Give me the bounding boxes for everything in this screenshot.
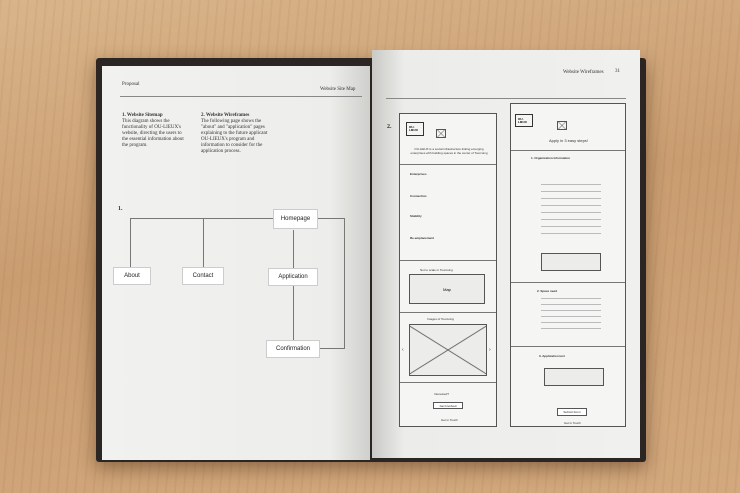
right-header-rule: [386, 98, 626, 99]
sitemap-title: 1. Website Sitemap: [122, 113, 163, 118]
connector: [293, 230, 294, 268]
section-divider: [511, 150, 625, 151]
right-page-number: 31: [615, 69, 620, 74]
left-page: [102, 66, 370, 460]
sitemap-node-confirmation: Confirmation: [266, 340, 320, 358]
section-divider: [511, 346, 625, 347]
carousel-next-icon[interactable]: ›: [489, 347, 491, 353]
sitemap-line: website, directing the users to: [122, 131, 182, 136]
category-checkboxes[interactable]: [541, 178, 601, 240]
step-connection: Connection: [410, 194, 427, 198]
wireframes-line: "about" and "application" pages: [201, 125, 265, 130]
sitemap-line: the essential information about: [122, 137, 184, 142]
section-divider: [400, 164, 496, 165]
connector: [344, 218, 345, 348]
logo-box: OU- LIEUX: [406, 122, 424, 136]
left-header-rule: [120, 96, 362, 97]
sitemap-line: This diagram shows the: [122, 119, 170, 124]
connector: [320, 348, 345, 349]
wireframes-line: application process.: [201, 149, 241, 154]
cta-heading: Interested?: [434, 392, 450, 396]
section-divider: [400, 260, 496, 261]
sitemap-node-contact: Contact: [182, 267, 224, 285]
apply-heading: Apply in 3 easy steps!: [549, 138, 588, 143]
logo-box: OU- LIEUX: [515, 114, 533, 127]
logo-text: OU- LIEUX: [518, 117, 527, 124]
about-page-wireframe: OU- LIEUX OU-LIEUX is a social infrastru…: [399, 113, 497, 427]
images-heading: Images of Tourcoing: [427, 317, 454, 321]
connector: [130, 218, 131, 268]
connector: [130, 218, 273, 219]
connector: [293, 286, 294, 340]
sitemap-description: 1. Website Sitemap This diagram shows th…: [122, 113, 184, 149]
wireframes-description: 2. Website Wireframes The following page…: [201, 113, 267, 155]
image-placeholder-icon: [436, 129, 446, 138]
section-divider: [511, 282, 625, 283]
right-header-title: Website Wireframes: [563, 70, 604, 75]
left-header-right: Website Site Map: [320, 87, 356, 92]
submit-form-button[interactable]: Submit Form: [557, 408, 587, 416]
wireframes-line: information to consider for the: [201, 143, 263, 148]
wireframes-line: explaining to the future applicant: [201, 131, 268, 136]
sitemap-node-homepage: Homepage: [273, 209, 318, 229]
step2-heading: 2. Space need: [537, 289, 558, 293]
left-header-left: Proposal: [122, 82, 140, 87]
wireframes-line: The following page shows the: [201, 119, 262, 124]
logo-text: OU- LIEUX: [409, 125, 418, 132]
wireframe-number: 2.: [387, 124, 392, 130]
sitemap-line: functionality of OU-LIEUX's: [122, 125, 181, 130]
get-involved-button[interactable]: Get Involved: [433, 402, 463, 409]
space-options[interactable]: [541, 298, 601, 334]
diagram-number: 1.: [118, 206, 123, 212]
application-page-wireframe: OU- LIEUX Apply in 3 easy steps! 1. Orga…: [510, 103, 626, 427]
carousel-prev-icon[interactable]: ‹: [402, 347, 404, 353]
wireframes-title: 2. Website Wireframes: [201, 113, 250, 118]
step-reemplacement: Re-emplacement: [410, 236, 435, 240]
step1-heading: 1. Organization information: [531, 156, 571, 160]
map-placeholder: Map: [409, 274, 485, 304]
sitemap-node-application: Application: [268, 268, 318, 286]
footer-contact-link[interactable]: Get in Touch: [441, 418, 458, 422]
map-heading: Not to scale in Tourcoing: [420, 268, 453, 272]
intro-text: OU-LIEUX is a social infrastructure link…: [410, 147, 488, 155]
application-textarea[interactable]: [544, 368, 604, 386]
image-placeholder-icon: [557, 121, 567, 130]
section-divider: [400, 312, 496, 313]
step-enterprises: Enterprises: [410, 172, 427, 176]
sitemap-line: the program.: [122, 143, 148, 148]
footer-contact-link[interactable]: Get in Touch: [564, 421, 581, 425]
connector: [203, 218, 204, 268]
image-carousel-placeholder: [409, 324, 487, 376]
connector: [318, 218, 344, 219]
wireframes-line: OU-LIEUX's program and: [201, 137, 255, 142]
step3-heading: 3. Application text: [539, 354, 565, 358]
step-stability: Stability: [410, 214, 422, 218]
section-divider: [400, 382, 496, 383]
sitemap-node-about: About: [113, 267, 151, 285]
description-textarea[interactable]: [541, 253, 601, 271]
